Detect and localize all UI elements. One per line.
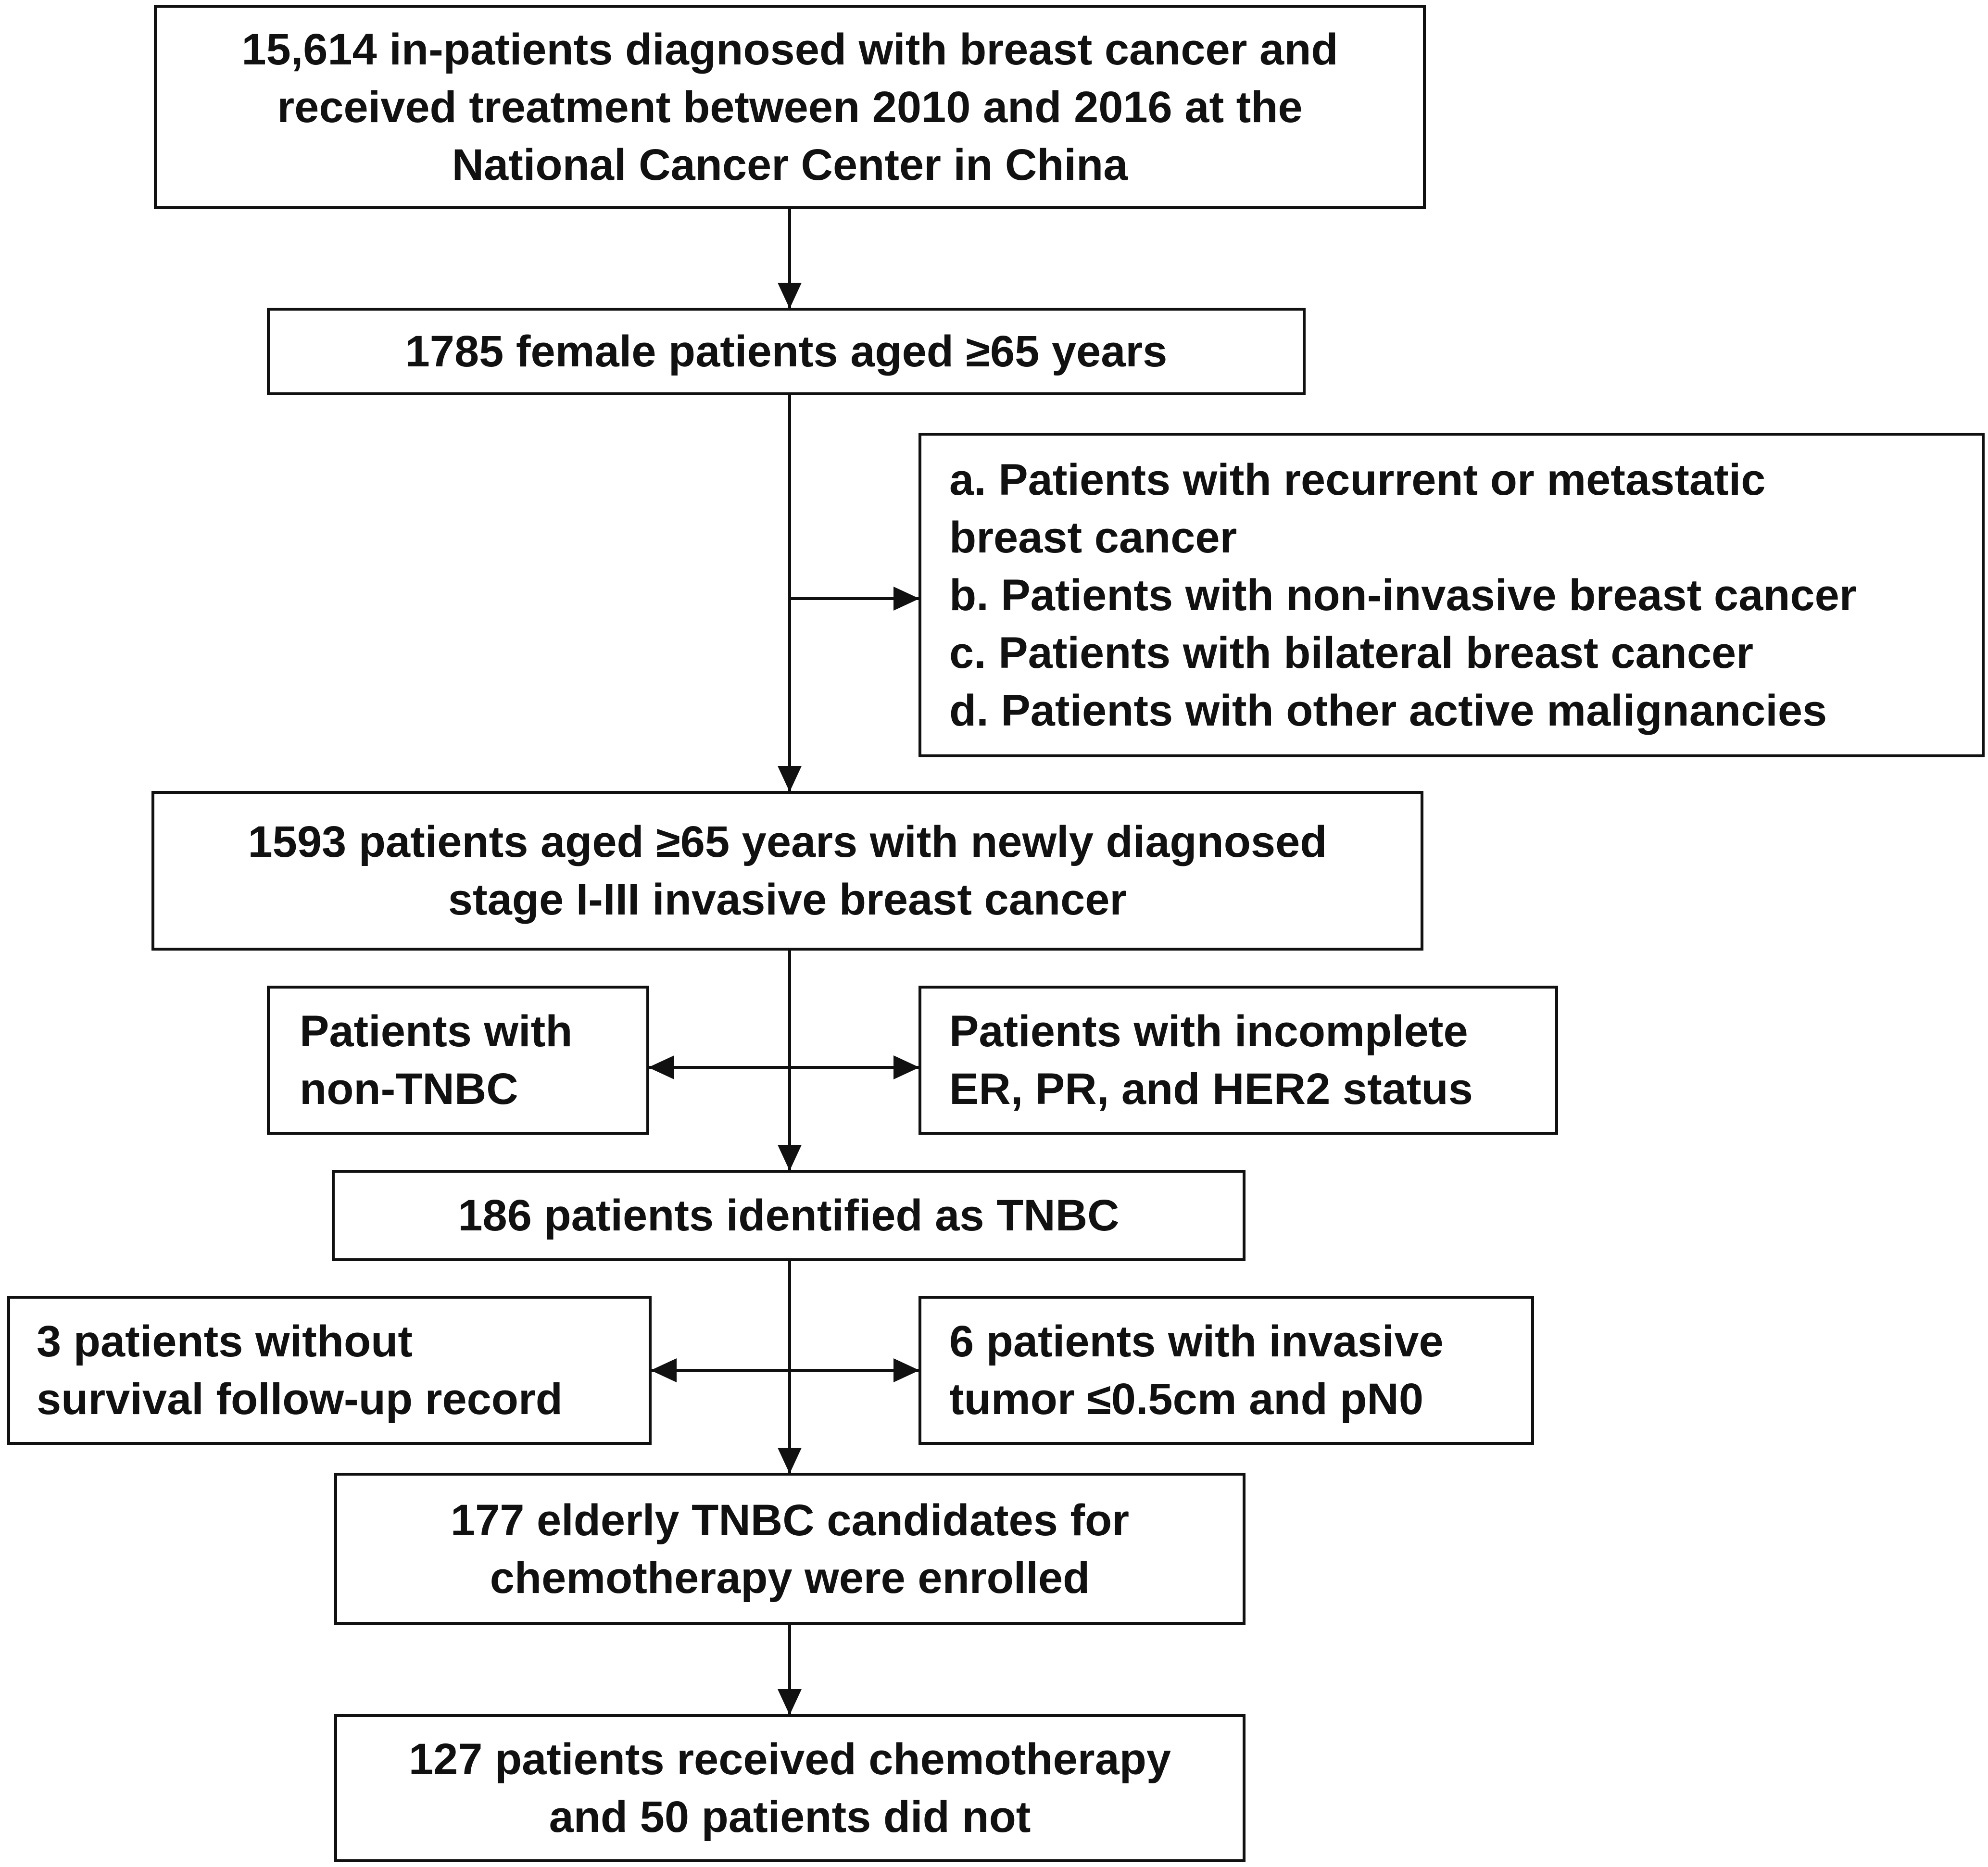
female-elderly-box: 1785 female patients aged ≥65 years: [267, 308, 1306, 395]
box-line: stage I-III invasive breast cancer: [448, 875, 1127, 924]
box-line: Patients with incomplete: [949, 1007, 1468, 1056]
tnbc-identified-box: 186 patients identified as TNBC: [332, 1170, 1246, 1261]
box-line: and 50 patients did not: [549, 1792, 1031, 1842]
box-line: 1593 patients aged ≥65 years with newly …: [248, 817, 1327, 866]
box-line: 177 elderly TNBC candidates for: [450, 1495, 1130, 1545]
box-line: 3 patients without: [37, 1317, 413, 1366]
box-line: ER, PR, and HER2 status: [949, 1065, 1473, 1114]
box-line: chemotherapy were enrolled: [490, 1553, 1090, 1603]
box-line: a. Patients with recurrent or metastatic: [949, 455, 1766, 504]
box-line: non-TNBC: [300, 1065, 518, 1114]
newly-diagnosed-box: 1593 patients aged ≥65 years with newly …: [151, 791, 1423, 951]
no-followup-exclusion-box: 3 patients without survival follow-up re…: [7, 1296, 652, 1445]
box-line: survival follow-up record: [37, 1375, 563, 1424]
non-tnbc-exclusion-box: Patients with non-TNBC: [267, 986, 649, 1135]
box-line: tumor ≤0.5cm and pN0: [949, 1375, 1424, 1424]
box-line: 1785 female patients aged ≥65 years: [405, 327, 1168, 376]
box-line: d. Patients with other active malignanci…: [949, 686, 1827, 735]
box-line: received treatment between 2010 and 2016…: [277, 82, 1303, 132]
small-tumor-exclusion-box: 6 patients with invasive tumor ≤0.5cm an…: [919, 1296, 1534, 1445]
incomplete-status-exclusion-box: Patients with incomplete ER, PR, and HER…: [919, 986, 1558, 1135]
box-line: breast cancer: [949, 513, 1237, 562]
enrolled-box: 177 elderly TNBC candidates for chemothe…: [334, 1473, 1246, 1625]
box-line: 186 patients identified as TNBC: [458, 1191, 1120, 1240]
box-line: b. Patients with non-invasive breast can…: [949, 570, 1857, 620]
box-line: 6 patients with invasive: [949, 1317, 1444, 1366]
box-line: National Cancer Center in China: [452, 140, 1128, 189]
outcome-box: 127 patients received chemotherapy and 5…: [334, 1714, 1246, 1862]
box-line: Patients with: [300, 1007, 573, 1056]
source-population-box: 15,614 in-patients diagnosed with breast…: [154, 5, 1426, 209]
box-line: c. Patients with bilateral breast cancer: [949, 628, 1753, 677]
first-exclusion-criteria-box: a. Patients with recurrent or metastatic…: [919, 433, 1985, 757]
box-line: 15,614 in-patients diagnosed with breast…: [241, 25, 1338, 74]
box-line: 127 patients received chemotherapy: [408, 1735, 1171, 1784]
